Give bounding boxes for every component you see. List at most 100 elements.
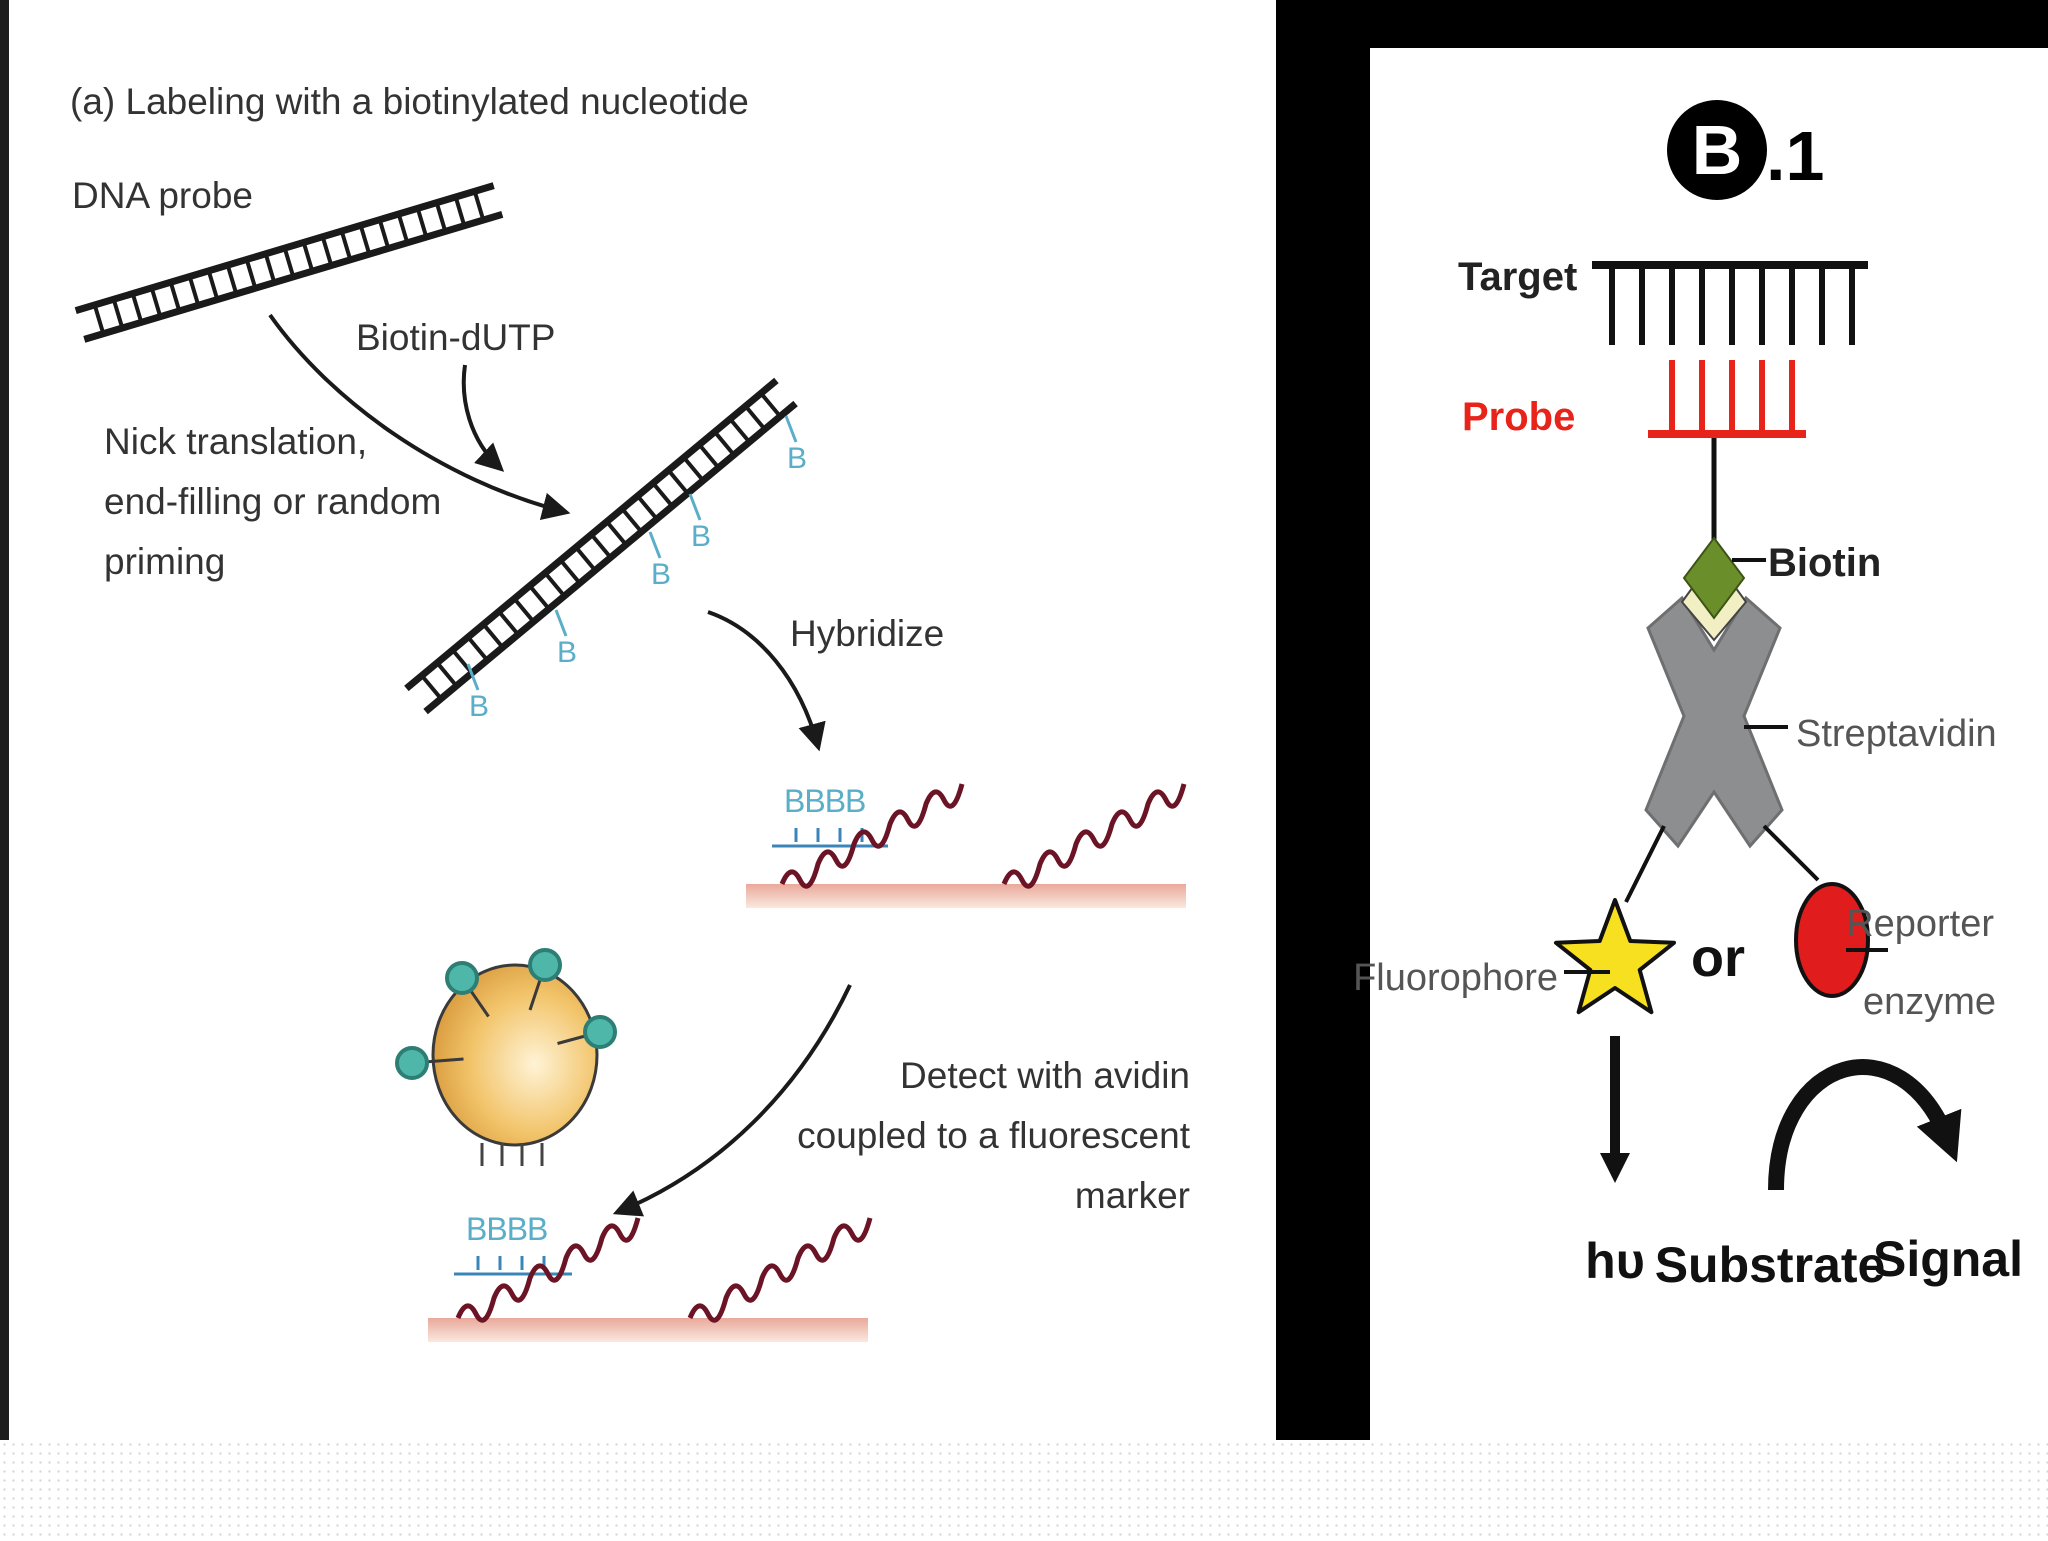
hybridize-arrow <box>707 610 826 752</box>
labeled-ladder-rung <box>697 443 721 469</box>
biotin-row-1: BBBB <box>784 783 865 819</box>
labeled-ladder-rung <box>620 507 643 534</box>
badge-letter: B <box>1692 111 1743 189</box>
labeled-ladder-rung <box>651 481 674 508</box>
probe-ladder-rung <box>92 304 106 335</box>
fluorescent-marker <box>445 961 479 995</box>
labeled-ladder-rung <box>636 494 659 521</box>
target-strand <box>687 1217 873 1323</box>
target-strand <box>779 783 965 889</box>
labeled-ladder-rung <box>759 392 782 418</box>
biotin-tag: B <box>787 442 807 475</box>
biotin-tag-tether <box>554 609 568 637</box>
reporter-line1: Reporter <box>1846 903 1994 945</box>
fluorophore-label: Fluorophore <box>1353 957 1558 999</box>
target-label: Target <box>1458 255 1577 299</box>
surface-2 <box>428 1318 868 1342</box>
probe-ladder-rung <box>377 219 391 250</box>
probe-ticks-1 <box>794 828 864 842</box>
panel-b: B .1 Target Probe Streptavidin Biotin Fl… <box>1276 0 2048 1440</box>
bead-body <box>431 963 599 1147</box>
hybridized-probe-2: BBBB <box>454 1211 572 1276</box>
substrate-label: Substrate <box>1655 1237 1886 1293</box>
nick-translation-line3: priming <box>104 541 225 582</box>
probe-ladder-rung <box>187 275 201 306</box>
labeling-arrow <box>268 313 571 520</box>
labeled-ladder-rung <box>713 430 736 457</box>
labeled-ladder-rung <box>682 456 705 482</box>
biotin-tag: B <box>557 636 577 669</box>
bead-legs <box>480 1143 544 1166</box>
labeled-ladder-rung <box>481 623 505 649</box>
target-strand <box>1001 783 1187 889</box>
probe-label: Probe <box>1462 395 1575 439</box>
probe-ladder-rung <box>244 258 258 289</box>
labeled-probe-ladder <box>404 377 798 715</box>
streptavidin-shape <box>1644 595 1784 849</box>
dna-probe-ladder <box>74 182 504 343</box>
labeled-ladder-rung <box>466 635 489 662</box>
bottom-dotted-strip <box>0 1440 2048 1536</box>
nick-translation-line1: Nick translation, <box>104 421 367 462</box>
target-bases <box>1609 265 1855 345</box>
target-strands-2 <box>455 1217 873 1323</box>
streptavidin-label: Streptavidin <box>1796 713 1997 755</box>
probe-ladder-rung <box>225 264 239 295</box>
panel-a-title: (a) Labeling with a biotinylated nucleot… <box>70 81 749 122</box>
detect-line1: Detect with avidin <box>900 1055 1190 1096</box>
target-strand <box>455 1217 641 1323</box>
probe-ladder-rung <box>339 230 353 261</box>
labeled-ladder-rung <box>666 469 690 495</box>
bead-fluorescent-markers <box>395 948 617 1080</box>
target-strands-1 <box>779 783 1187 889</box>
labeled-ladder-rung <box>512 597 536 623</box>
biotin-tag: B <box>651 558 671 591</box>
probe-ladder-rung <box>415 207 429 238</box>
probe-ladder-rung <box>206 270 220 301</box>
labeled-ladder-rung <box>420 674 443 700</box>
labeled-ladder-rung <box>574 546 597 572</box>
probe-ladder-rung <box>168 281 182 312</box>
fluorescent-marker <box>528 948 562 982</box>
probe-ladder-rung <box>396 213 410 244</box>
biotin-diamond <box>1682 536 1746 620</box>
probe-bases <box>1669 360 1795 434</box>
or-label: or <box>1691 928 1745 988</box>
biotin-tag-tether <box>466 663 480 691</box>
signal-label: Signal <box>1873 1231 2023 1287</box>
conversion-arrow <box>1768 1059 1962 1191</box>
labeled-ladder-rung <box>744 404 767 431</box>
labeled-ladder-rung <box>435 661 458 688</box>
panel-badge <box>1667 100 1767 200</box>
detect-arrow <box>612 984 852 1217</box>
biotin-dutp-arrow <box>461 364 505 472</box>
reporter-enzyme <box>1794 882 1870 998</box>
labeled-ladder-rung <box>559 558 582 585</box>
labeled-ladder-rung <box>543 571 566 598</box>
probe-ladder-backbone-bottom <box>74 182 495 314</box>
fluorescent-marker <box>395 1046 429 1080</box>
labeled-ladder-rung <box>497 610 520 636</box>
probe-ladder-rung <box>282 247 296 278</box>
probe-ladder-rung <box>472 190 486 221</box>
probe-ladder-rung <box>320 236 334 267</box>
probe-ladder-rung <box>263 253 277 284</box>
biotin-row-2: BBBB <box>466 1211 547 1247</box>
badge-suffix: .1 <box>1766 117 1824 195</box>
labeled-ladder-rung <box>528 584 551 611</box>
left-edge-bar <box>0 0 9 1440</box>
dna-probe-label: DNA probe <box>72 175 253 216</box>
probe-ladder-rung <box>453 196 467 227</box>
fluorophore-linker <box>1624 825 1666 903</box>
fluorophore-star <box>1554 898 1676 1015</box>
biotin-tag-tether <box>688 493 702 521</box>
probe-ladder-rung <box>149 287 163 318</box>
biotin-tag-tether <box>648 531 662 559</box>
probe-ladder-rung <box>111 298 125 329</box>
biotin-label: Biotin <box>1768 541 1881 585</box>
hybridized-probe-1: BBBB <box>772 783 888 848</box>
probe-ladder-rung <box>130 293 144 323</box>
